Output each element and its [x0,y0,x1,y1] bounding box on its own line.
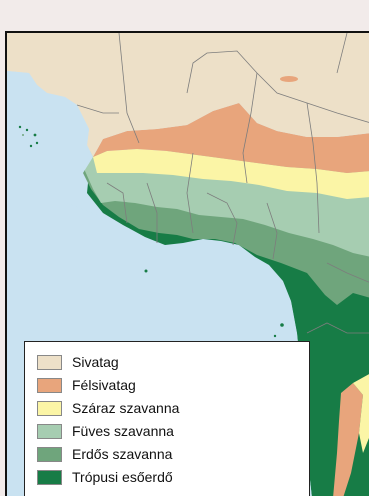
legend-label: Trópusi esőerdő [72,469,173,485]
country-borders [76,33,369,334]
legend-swatch [37,378,62,393]
legend-label: Száraz szavanna [72,400,180,416]
legend-label: Sivatag [72,354,119,370]
map-legend: Sivatag Félsivatag Száraz szavanna Füves… [24,341,310,496]
islands [18,125,284,338]
zone-coastal-semi-desert [333,383,363,496]
zone-desert [7,33,369,157]
zone-dry-savanna [93,149,369,199]
atlantic-ocean-west [7,71,107,219]
small-island [22,134,24,136]
legend-swatch [37,447,62,462]
zone-coastal-dry-savanna [353,374,369,453]
legend-swatch [37,424,62,439]
legend-swatch [37,401,62,416]
legend-swatch [37,355,62,370]
legend-swatch [37,470,62,485]
legend-label: Félsivatag [72,377,136,393]
legend-label: Erdős szavanna [72,446,173,462]
legend-label: Füves szavanna [72,423,174,439]
semi-desert-patch [280,76,298,82]
zone-semi-desert [93,103,369,173]
